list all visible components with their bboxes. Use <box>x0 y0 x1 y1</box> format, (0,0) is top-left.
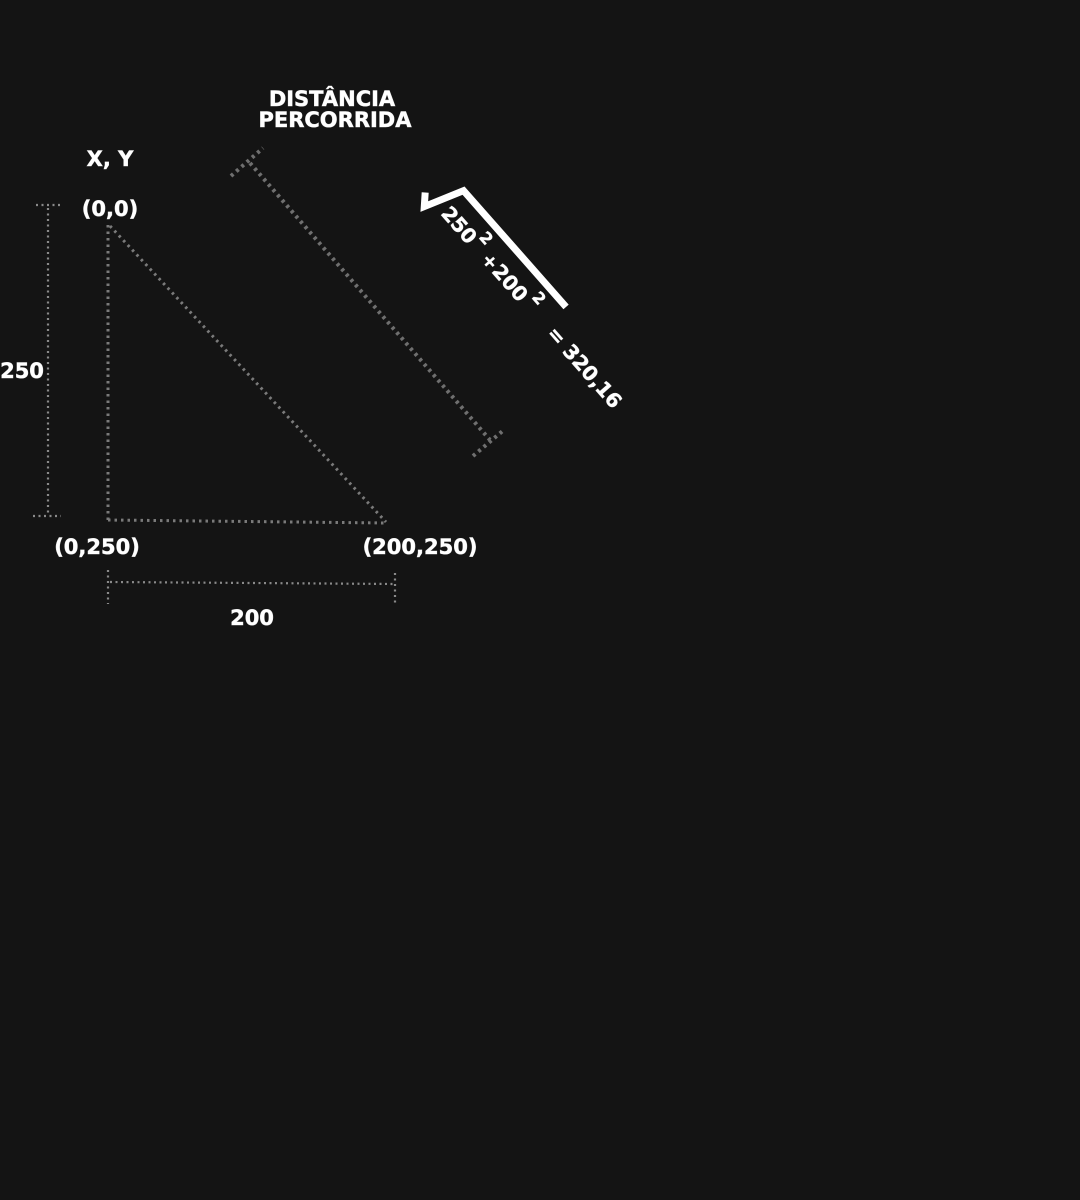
formula: 250 2 + 200 2 = 320,16 <box>420 186 627 413</box>
bottom-right-label: (200,250) <box>363 535 478 559</box>
distance-dimension-bottom-tick <box>471 427 507 458</box>
distance-dimension-line <box>248 161 492 442</box>
height-dimension <box>33 203 62 518</box>
bottom-left-label: (0,250) <box>54 535 140 559</box>
origin-label: (0,0) <box>82 197 138 221</box>
width-dimension <box>106 570 397 606</box>
distance-title-line2: PERCORRIDA <box>258 108 412 132</box>
width-dimension-line <box>109 580 395 586</box>
radical-sign <box>420 186 569 310</box>
formula-result: = 320,16 <box>542 321 627 413</box>
width-label: 200 <box>230 606 274 630</box>
height-label: 250 <box>0 359 44 383</box>
triangle-hypotenuse <box>108 224 388 524</box>
coords-header: X, Y <box>87 147 134 171</box>
distance-dimension <box>229 146 507 458</box>
distance-dimension-top-tick <box>229 146 265 178</box>
triangle-horizontal-side <box>107 518 387 525</box>
distance-title-line1: DISTÂNCIA <box>269 86 396 111</box>
triangle <box>106 224 388 525</box>
